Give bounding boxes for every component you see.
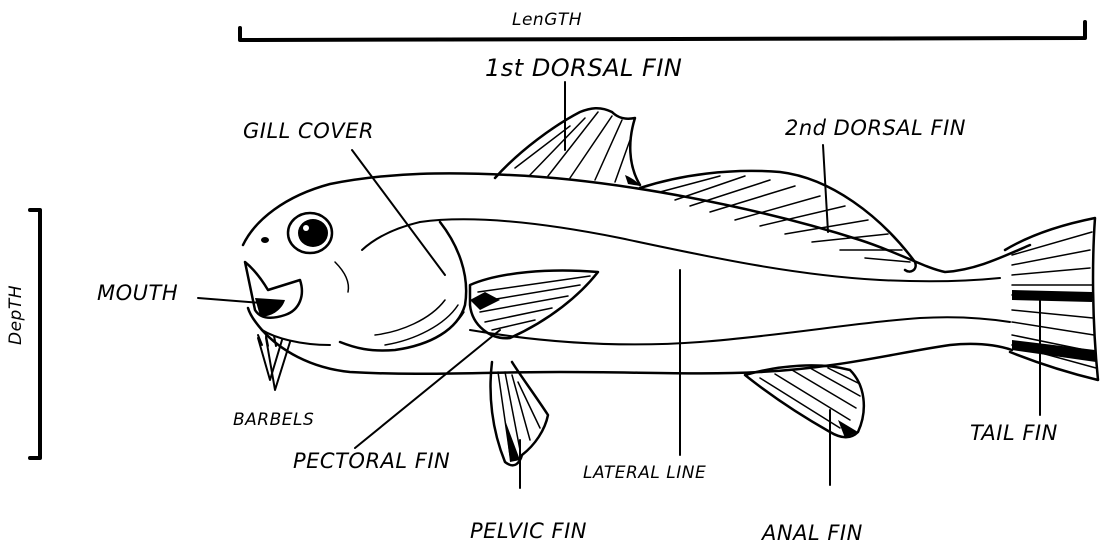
length-label: LenGTH xyxy=(512,10,582,30)
label-pectoral-fin: PECTORAL FIN xyxy=(293,449,450,473)
tail-fin xyxy=(1005,218,1098,380)
depth-label: DepTH xyxy=(6,285,26,345)
length-bracket xyxy=(240,22,1085,40)
label-first-dorsal-fin: 1st DORSAL FIN xyxy=(485,54,682,82)
label-pelvic-fin: PELVIC FIN xyxy=(470,519,587,543)
label-tail-fin: TAIL FIN xyxy=(970,421,1058,445)
label-anal-fin: ANAL FIN xyxy=(760,521,863,545)
label-gill-cover: GILL COVER xyxy=(243,119,374,143)
pectoral-fin xyxy=(470,271,598,339)
barbels xyxy=(258,335,290,390)
label-barbels: BARBELS xyxy=(233,410,314,430)
depth-bracket xyxy=(30,210,40,458)
label-lateral-line: LATERAL LINE xyxy=(583,463,706,483)
fish-body xyxy=(243,173,1030,373)
anal-fin xyxy=(745,365,864,438)
second-dorsal-fin xyxy=(640,171,916,272)
label-second-dorsal-fin: 2nd DORSAL FIN xyxy=(785,116,966,140)
label-mouth: MOUTH xyxy=(97,281,178,305)
